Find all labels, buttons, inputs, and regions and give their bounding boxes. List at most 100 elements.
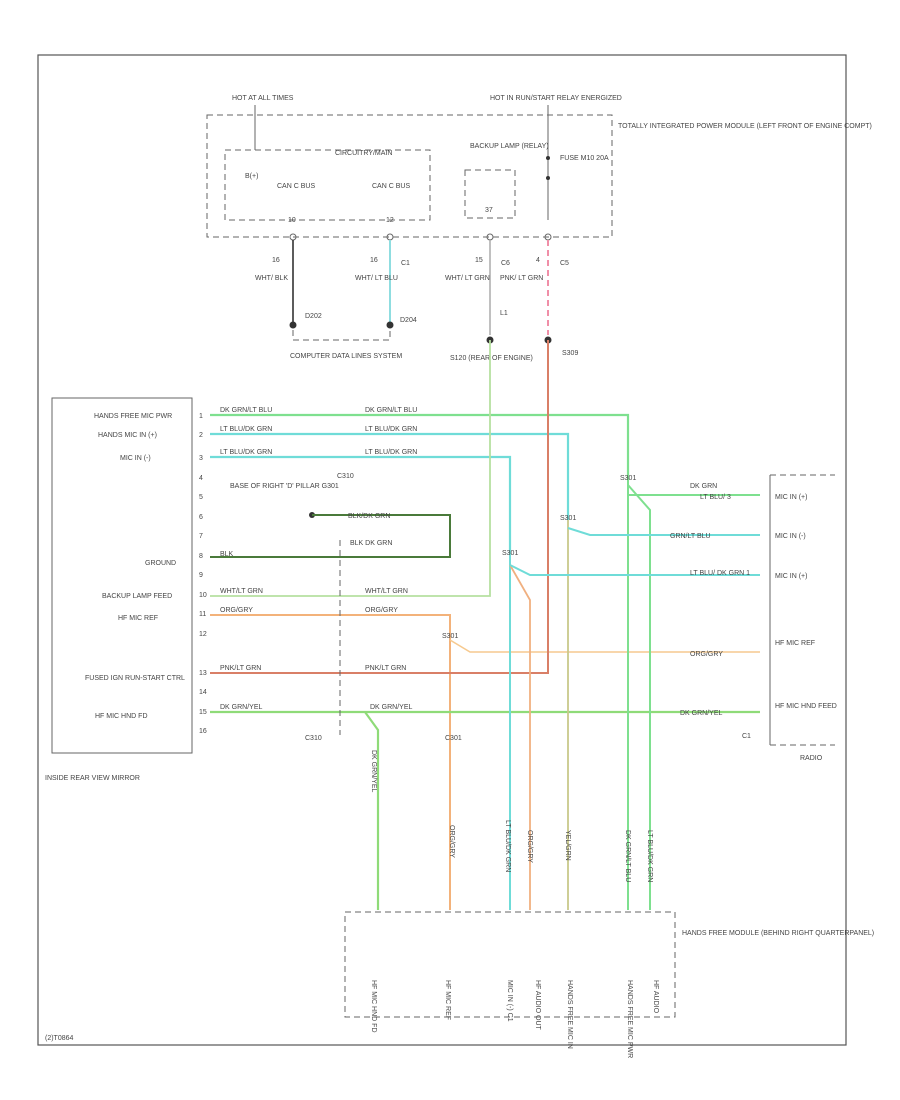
conn-c1: C1 bbox=[401, 260, 410, 267]
diagram-frame bbox=[37, 54, 847, 1046]
d202-label: D202 bbox=[305, 313, 322, 320]
hfm-pin-5: HANDS FREE MIC PWR bbox=[626, 980, 633, 1058]
mirror-pin-10: 10 bbox=[199, 592, 207, 599]
mirror-w2b: LT BLU/DK GRN bbox=[365, 426, 417, 433]
w4-label: PNK/ LT GRN bbox=[500, 275, 543, 282]
hfm-pin-6: HF AUDIO bbox=[652, 980, 659, 1014]
d204-splice bbox=[386, 321, 394, 329]
hfm-w5: DK GRN/LT BLU bbox=[624, 830, 631, 882]
radio-l4: HF MIC REF bbox=[775, 640, 815, 647]
mirror-pin-14: 14 bbox=[199, 689, 207, 696]
mirror-box bbox=[51, 397, 193, 754]
g301-label: BASE OF RIGHT 'D' PILLAR G301 bbox=[230, 483, 339, 490]
hfm-w2: LT BLU/DK GRN bbox=[504, 820, 511, 872]
splice-c301: C301 bbox=[445, 735, 462, 742]
hfm-pin-labels: HF MIC HND FD HF MIC REF MIC IN (-) C1 H… bbox=[370, 980, 659, 1058]
mirror-pin-11: 11 bbox=[199, 611, 206, 618]
wire-radio-2 bbox=[567, 527, 760, 536]
wire-mirror-3 bbox=[210, 455, 512, 555]
s120-label: S120 (REAR OF ENGINE) bbox=[450, 355, 533, 362]
d204-label: D204 bbox=[400, 317, 417, 324]
can-c-2: CAN C BUS bbox=[372, 183, 410, 190]
pin-10: 10 bbox=[288, 217, 296, 224]
radio-l1: MIC IN (+) bbox=[775, 494, 807, 501]
w1-label: WHT/ BLK bbox=[255, 275, 288, 282]
diagram-id: (2)T0864 bbox=[45, 1035, 74, 1042]
hfm-w3: ORG/GRY bbox=[526, 830, 533, 863]
wire-hnd-feed-hfm bbox=[364, 711, 380, 910]
radio-w1: LT BLU/ 3 bbox=[700, 494, 731, 501]
radio-l2: MIC IN (-) bbox=[775, 533, 806, 540]
mirror-pin-13: 13 bbox=[199, 670, 207, 677]
wire-radio-3 bbox=[509, 564, 760, 576]
mirror-pin-7: 7 bbox=[199, 533, 203, 540]
tipm-hot-run: HOT IN RUN/START RELAY ENERGIZED bbox=[490, 95, 622, 102]
tipm-hot-all-times: HOT AT ALL TIMES bbox=[232, 95, 294, 102]
radio-w4: ORG/GRY bbox=[690, 651, 723, 658]
conn-c5: C5 bbox=[560, 260, 569, 267]
d202-splice bbox=[289, 321, 297, 329]
s309-label: S309 bbox=[562, 350, 578, 357]
pin-37: 37 bbox=[485, 207, 493, 214]
mirror-pin-2-label: HANDS MIC IN (+) bbox=[98, 432, 157, 439]
mirror-w1: DK GRN/LT BLU bbox=[220, 407, 272, 414]
mirror-w15b: DK GRN/YEL bbox=[370, 704, 413, 711]
w3-label: WHT/ LT GRN bbox=[445, 275, 490, 282]
fuse-node bbox=[546, 156, 550, 160]
bat-label: B(+) bbox=[245, 173, 258, 180]
backup-lamp-label: BACKUP LAMP (RELAY) bbox=[470, 143, 549, 150]
mirror-pin-8: 8 bbox=[199, 553, 203, 560]
mirror-w3: LT BLU/DK GRN bbox=[220, 449, 272, 456]
l1-label: L1 bbox=[500, 310, 508, 317]
fuse-label: FUSE M10 20A bbox=[560, 155, 609, 162]
backup-relay-box bbox=[464, 169, 516, 219]
radio-w0: DK GRN bbox=[690, 483, 717, 490]
mirror-pin-1-label: HANDS FREE MIC PWR bbox=[94, 413, 172, 420]
circuitry-box bbox=[224, 149, 431, 221]
hfm-pin-3: HF AUDIO OUT bbox=[534, 980, 541, 1031]
wire-fused-ign bbox=[210, 340, 549, 674]
mirror-w3b: LT BLU/DK GRN bbox=[365, 449, 417, 456]
blk-dkgrn: BLK DK GRN bbox=[350, 540, 392, 547]
hfm-pin-4: HANDS FREE MIC IN bbox=[566, 980, 573, 1049]
mirror-w13: PNK/LT GRN bbox=[220, 665, 261, 672]
w4-pin: 4 bbox=[536, 257, 540, 264]
w1-pin: 16 bbox=[272, 257, 280, 264]
wire-mirror-1 bbox=[210, 413, 630, 480]
mirror-name: INSIDE REAR VIEW MIRROR bbox=[45, 775, 140, 782]
wire-hfm-audio bbox=[627, 484, 651, 910]
mirror-pin-16: 16 bbox=[199, 728, 207, 735]
radio-pin-labels: DK GRN LT BLU/ 3 MIC IN (+) GRN/LT BLU M… bbox=[670, 483, 837, 740]
mirror-w1b: DK GRN/LT BLU bbox=[365, 407, 417, 414]
mirror-pin-15: 15 bbox=[199, 709, 207, 716]
radio-l5: HF MIC HND FEED bbox=[775, 703, 837, 710]
w2-pin: 16 bbox=[370, 257, 378, 264]
hfm-w0: DK GRN/YEL bbox=[370, 750, 377, 793]
mirror-pin-8-label: GROUND bbox=[145, 560, 176, 567]
mirror-pin-5: 5 bbox=[199, 494, 203, 501]
can-c-1: CAN C BUS bbox=[277, 183, 315, 190]
mirror-pin-1: 1 bbox=[199, 413, 203, 420]
conn-c6: C6 bbox=[501, 260, 510, 267]
w2-label: WHT/ LT BLU bbox=[355, 275, 398, 282]
tipm-name: TOTALLY INTEGRATED POWER MODULE (LEFT FR… bbox=[618, 123, 872, 130]
radio-w2: GRN/LT BLU bbox=[670, 533, 711, 540]
mirror-c310: C310 bbox=[337, 473, 354, 480]
cds-label: COMPUTER DATA LINES SYSTEM bbox=[290, 353, 402, 360]
hfm-pin-1: HF MIC REF bbox=[444, 980, 451, 1020]
mirror-w11: ORG/GRY bbox=[220, 607, 253, 614]
circuitry-label: CIRCUITRY/MAIN bbox=[335, 150, 392, 157]
tipm-box bbox=[206, 114, 613, 238]
mirror-w2: LT BLU/DK GRN bbox=[220, 426, 272, 433]
hfm-wire-labels: DK GRN/YEL ORG/GRY LT BLU/DK GRN ORG/GRY… bbox=[370, 750, 653, 882]
mirror-c310b: C310 bbox=[305, 735, 322, 742]
splice-s301: S301 bbox=[620, 475, 636, 482]
wire-mic-ref bbox=[210, 614, 451, 910]
wire-mirror-2 bbox=[210, 432, 570, 520]
mirror-pin-11-label: HF MIC REF bbox=[118, 615, 158, 622]
splice-s303: S301 bbox=[502, 550, 518, 557]
ground-wire: BLK/DK GRN bbox=[348, 513, 390, 520]
mirror-pin-6: 6 bbox=[199, 514, 203, 521]
mirror-pin-9: 9 bbox=[199, 572, 203, 579]
